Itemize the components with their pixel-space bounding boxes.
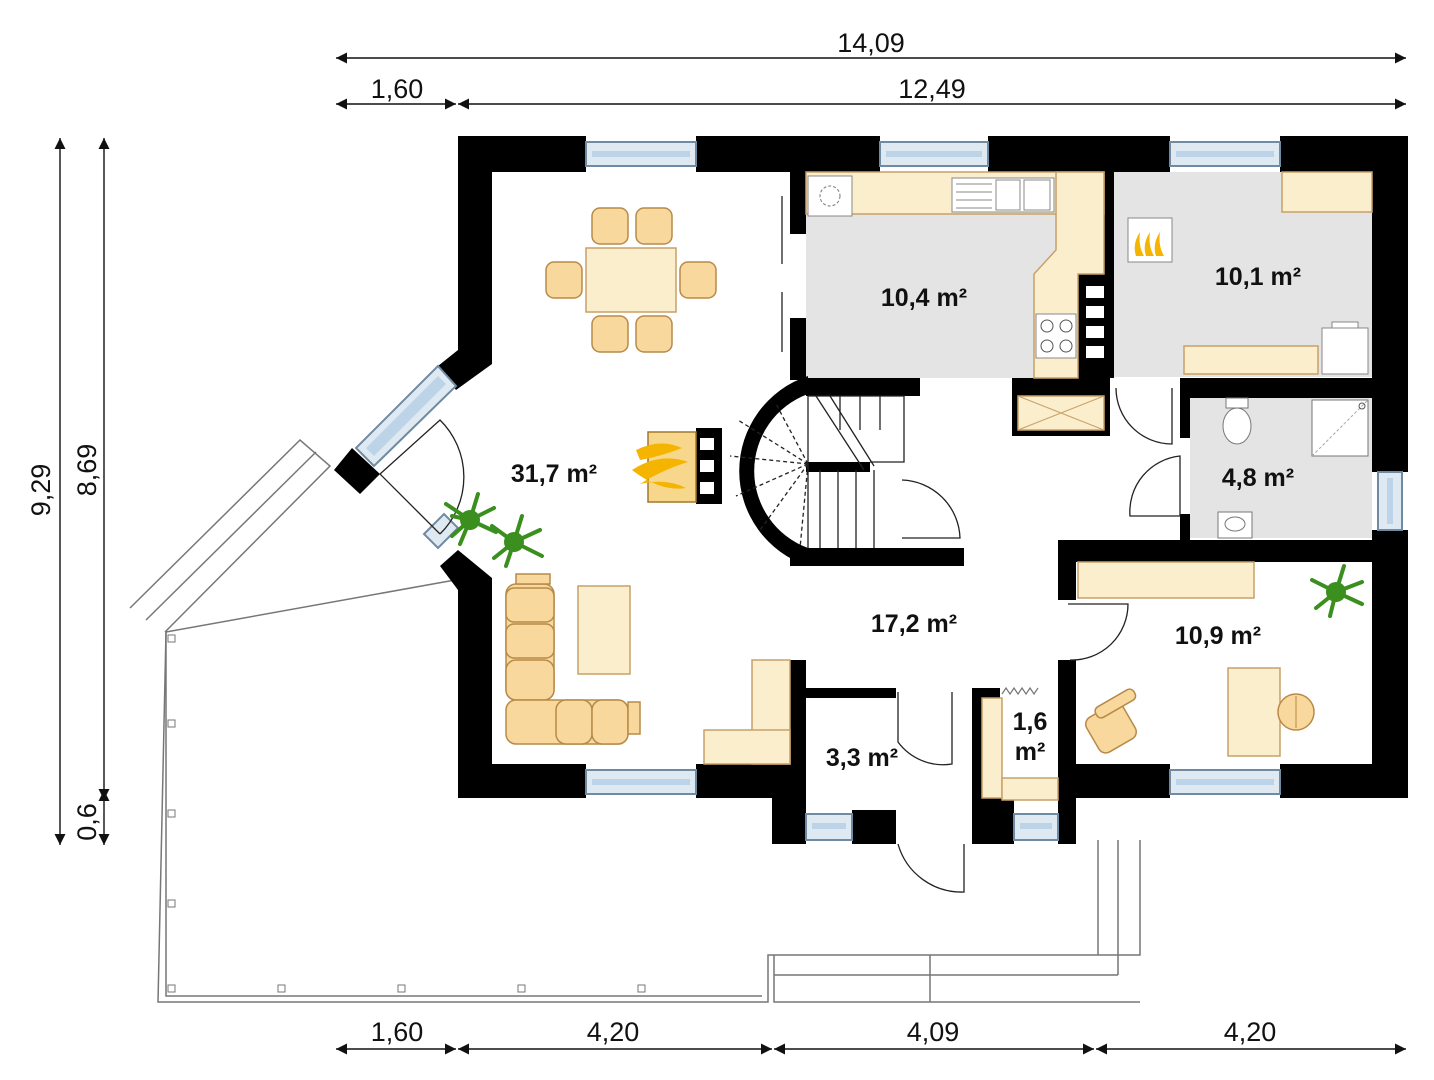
fireplace-icon: [632, 431, 714, 503]
room-area-vestibule: 3,3 m²: [826, 744, 898, 772]
dim-top-left: 1,60: [371, 74, 424, 104]
stove-icon: [1035, 313, 1077, 359]
dim-bottom-2: 4,20: [587, 1017, 640, 1047]
plant-icon: [490, 514, 544, 568]
dimension-lines: [54, 52, 1406, 1055]
wc-counter: [981, 686, 1059, 801]
spiral-stair-icon: [729, 395, 905, 549]
fan-icon: [807, 175, 853, 217]
dim-left-inner: 8,69: [72, 444, 102, 497]
walls: [334, 136, 1408, 844]
study-desk: [1227, 667, 1281, 757]
shower-icon: [1311, 399, 1369, 457]
dim-bottom-3: 4,09: [907, 1017, 960, 1047]
toilet-icon: [1222, 397, 1252, 445]
dim-left-small: 0,6: [72, 803, 102, 841]
washing-machine-icon: [1321, 321, 1369, 375]
pantry-cabinet: [1017, 395, 1105, 431]
dim-bottom-1: 1,60: [371, 1017, 424, 1047]
study-shelf: [1077, 561, 1255, 599]
room-area-study: 10,9 m²: [1175, 622, 1261, 650]
dim-top-total: 14,09: [837, 28, 905, 58]
room-area-living: 31,7 m²: [511, 460, 597, 488]
plant-icon: [1310, 564, 1364, 618]
sofa: [505, 573, 641, 745]
room-area-wc-value: 1,6: [1013, 708, 1048, 736]
study-stool: [1277, 693, 1315, 731]
boiler-icon: [1127, 217, 1173, 263]
terrace: [129, 438, 1141, 1003]
chimney-ducts: [1086, 286, 1104, 358]
room-area-bathroom: 4,8 m²: [1222, 464, 1294, 492]
dim-bottom-4: 4,20: [1224, 1017, 1277, 1047]
room-area-hall: 17,2 m²: [871, 610, 957, 638]
room-area-wc-unit: m²: [1015, 738, 1046, 766]
plant-icon: [444, 492, 498, 546]
corner-cabinet-base: [703, 729, 791, 765]
dim-top-right: 12,49: [898, 74, 966, 104]
windows: [354, 141, 1403, 841]
utility-cabinet: [1281, 171, 1373, 213]
utility-counter: [1183, 345, 1319, 375]
dining-table: [545, 207, 717, 353]
dim-left-outer: 9,29: [26, 464, 56, 517]
room-area-utility: 10,1 m²: [1215, 263, 1301, 291]
sink-icon: [1217, 511, 1253, 539]
doors: [379, 196, 1181, 893]
armchair: [1084, 688, 1138, 754]
room-area-kitchen: 10,4 m²: [881, 284, 967, 312]
